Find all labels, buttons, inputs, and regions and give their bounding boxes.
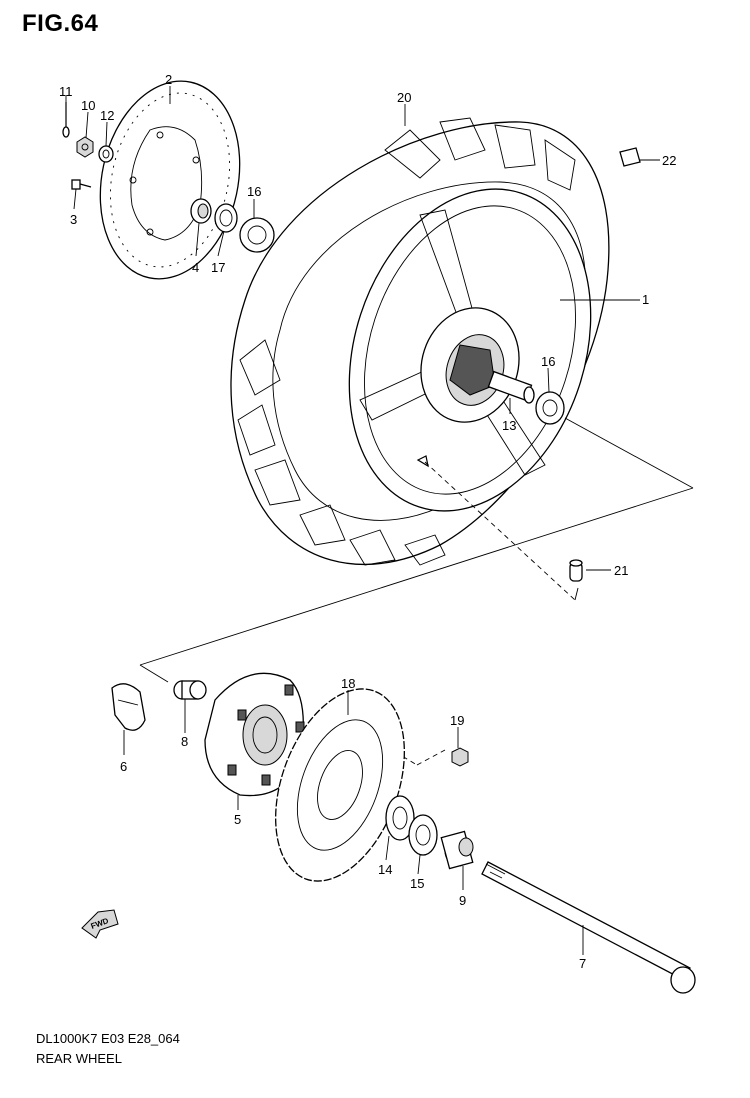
fwd-arrow-icon: FWD [81,909,119,939]
callout-20: 20 [397,90,411,105]
washer [98,145,114,163]
bearing-right [535,391,565,425]
callout-18: 18 [341,676,355,691]
sprocket-nut [451,747,469,767]
callout-19: 19 [450,713,464,728]
oil-seal [214,203,238,233]
callout-6: 6 [120,759,127,774]
figure-name: REAR WHEEL [36,1051,122,1066]
callout-4: 4 [192,260,199,275]
rear-axle [481,861,696,994]
brake-disc [99,80,241,280]
model-code: DL1000K7 E03 E28_064 [36,1031,180,1046]
callout-22: 22 [662,153,676,168]
callout-15: 15 [410,876,424,891]
callout-8: 8 [181,734,188,749]
oil-seal-drum [408,814,438,856]
callout-11: 11 [59,84,73,99]
cushion [111,683,146,731]
callout-labels: 2 20 11 10 12 3 4 17 16 1 16 13 21 22 6 … [59,72,676,971]
sprocket-mounting-drum [204,672,305,797]
callout-17: 17 [211,260,225,275]
balancer-weight [619,147,641,167]
callout-16-left: 16 [247,184,261,199]
cotter-pin [62,102,70,138]
bearing-drum [385,795,415,841]
callout-7: 7 [579,956,586,971]
axle-nut [76,136,94,158]
leader-lines [65,86,660,955]
spacer [190,198,212,224]
callout-2: 2 [165,72,172,87]
callout-21: 21 [614,563,628,578]
callout-10: 10 [81,98,95,113]
wheel-rim [348,188,592,512]
assembly-guide-lines [139,417,694,766]
hub-sleeve [487,370,535,404]
callout-5: 5 [234,812,241,827]
callout-13: 13 [502,418,516,433]
callout-12: 12 [100,108,114,123]
figure-title: FIG.64 [22,10,99,37]
callout-1: 1 [642,292,649,307]
air-valve [569,559,583,582]
disc-bolt [71,179,92,190]
callout-14: 14 [378,862,392,877]
axle-spacer [440,830,474,870]
bearing-left [239,217,275,253]
callout-9: 9 [459,893,466,908]
callout-3: 3 [70,212,77,227]
callout-16-right: 16 [541,354,555,369]
rear-sprocket [275,688,405,882]
bushing [173,680,207,700]
